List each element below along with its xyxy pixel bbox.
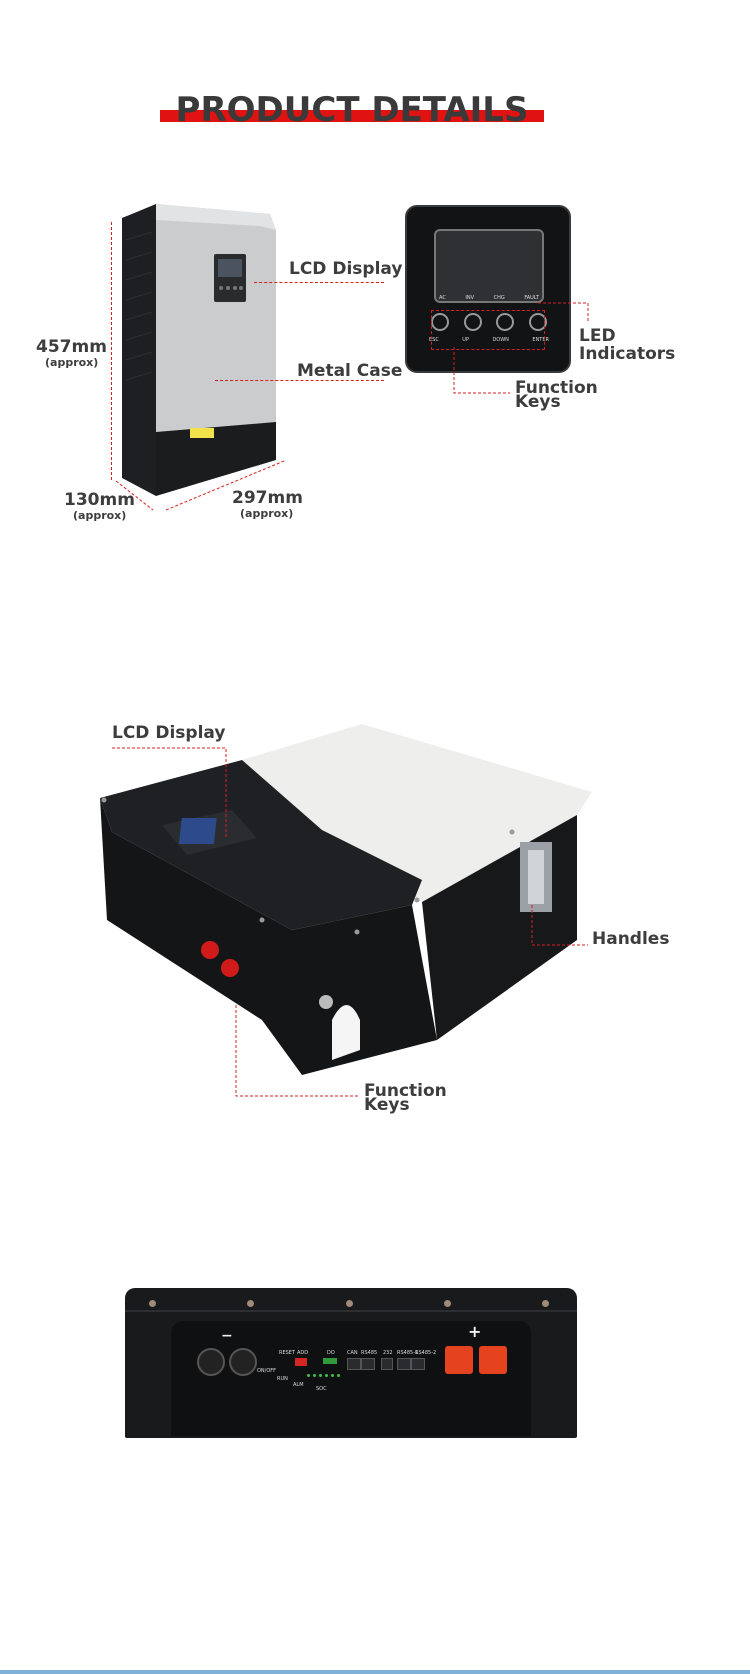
dip-switch[interactable]	[295, 1358, 307, 1366]
label-add: ADD	[297, 1350, 309, 1356]
width-approx-note: (approx)	[240, 507, 294, 520]
battery-front-panel: − RESET ADD DO CAN RS485 232 RS485-1 RS4…	[125, 1288, 577, 1438]
lcd-callout-line	[254, 282, 384, 283]
label-rs485-2: RS485-2	[415, 1350, 437, 1356]
battery-function-keys-line2: Keys	[364, 1095, 410, 1115]
recessed-port-area	[171, 1321, 531, 1436]
key-down-icon	[496, 313, 515, 331]
key-esc-icon	[431, 313, 449, 331]
led-label-line2: Indicators	[579, 344, 676, 364]
neg-terminal-1-icon	[197, 1348, 225, 1376]
screw-icon	[247, 1300, 255, 1307]
led-label-line1: LED	[579, 326, 616, 346]
keys-highlight-box	[431, 310, 545, 350]
panel-top-rim	[125, 1310, 577, 1312]
title-underline-bar	[160, 110, 544, 122]
status-label-soc: SOC	[316, 1386, 327, 1392]
depth-dimension: 130mm	[64, 490, 135, 510]
panel-screw-row	[149, 1300, 549, 1307]
label-can: CAN	[347, 1350, 358, 1356]
width-dimension: 297mm	[232, 488, 303, 508]
indicator-inv: INV	[465, 295, 475, 301]
label-do: DO	[327, 1350, 335, 1356]
screw-icon	[542, 1300, 549, 1307]
base-dimension-lines	[115, 460, 285, 511]
pos-terminal-2-icon	[479, 1346, 507, 1374]
control-panel-closeup: AC INV CHG FAULT ESC UP DOWN ENTER	[405, 205, 571, 373]
neg-terminal-2-icon	[229, 1348, 257, 1376]
indicator-ac: AC	[439, 295, 446, 301]
function-keys-label-line1: Function	[515, 378, 598, 398]
bottom-edge-strip	[0, 1670, 750, 1674]
key-esc-label: ESC	[429, 337, 439, 343]
label-rs485-1: RS485-1	[397, 1350, 419, 1356]
rs485-port[interactable]	[361, 1358, 375, 1370]
minus-sign: −	[221, 1328, 233, 1344]
status-label-onoff: ON/OFF	[257, 1368, 277, 1374]
screw-icon	[149, 1300, 156, 1307]
key-up-label: UP	[462, 337, 469, 343]
status-label-alm: ALM	[293, 1382, 304, 1388]
battery-isometric-image	[100, 724, 592, 1075]
do-connector[interactable]	[323, 1358, 337, 1364]
panel-callout-lines	[453, 302, 589, 394]
can-port[interactable]	[347, 1358, 361, 1370]
soc-led-row	[307, 1374, 340, 1377]
rs485-2-port[interactable]	[411, 1358, 425, 1370]
indicator-chg: CHG	[493, 295, 505, 301]
key-enter-label: ENTER	[532, 337, 549, 343]
plus-sign: +	[468, 1322, 482, 1341]
panel-keys-row	[431, 313, 547, 331]
lcd-display-label: LCD Display	[289, 259, 403, 279]
key-up-icon	[463, 313, 482, 331]
height-dimension-line	[111, 222, 112, 480]
status-label-run: RUN	[277, 1376, 288, 1382]
height-dimension: 457mm	[36, 337, 107, 357]
label-rs485: RS485	[361, 1350, 378, 1356]
metal-case-callout-line	[215, 380, 384, 381]
battery-lcd-display-label: LCD Display	[112, 723, 226, 743]
screw-icon	[443, 1300, 451, 1307]
metal-case-label: Metal Case	[297, 361, 403, 381]
label-reset: RESET	[279, 1350, 296, 1356]
depth-approx-note: (approx)	[73, 509, 127, 522]
pos-terminal-1-icon	[445, 1346, 473, 1374]
screw-icon	[345, 1300, 353, 1307]
battery-function-keys-line1: Function	[364, 1081, 447, 1101]
indicator-fault: FAULT	[524, 295, 539, 301]
label-232: 232	[383, 1350, 393, 1356]
panel-indicators-row: AC INV CHG FAULT	[439, 295, 539, 301]
panel-lcd-screen	[434, 229, 544, 303]
key-down-label: DOWN	[492, 337, 509, 343]
battery-callout-lines	[112, 747, 588, 1097]
function-keys-label-line2: Keys	[515, 392, 561, 412]
handles-label: Handles	[592, 929, 670, 949]
height-approx-note: (approx)	[45, 356, 99, 369]
key-enter-icon	[528, 313, 547, 331]
inverter-image	[122, 204, 276, 496]
rs232-port[interactable]	[381, 1358, 393, 1370]
rs485-1-port[interactable]	[397, 1358, 411, 1370]
panel-key-labels: ESC UP DOWN ENTER	[429, 337, 549, 343]
page-title: PRODUCT DETAILS	[175, 90, 529, 130]
